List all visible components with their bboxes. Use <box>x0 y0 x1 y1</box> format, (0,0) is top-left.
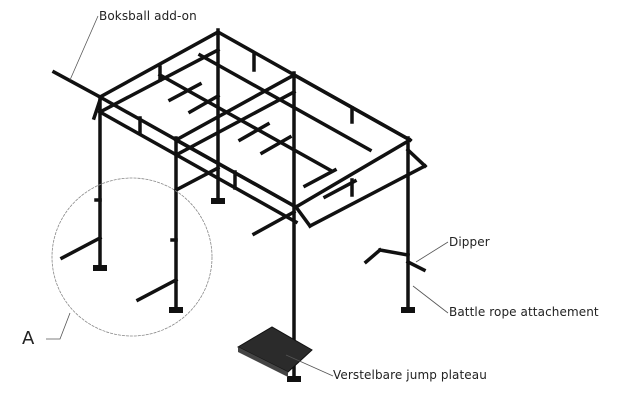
boksball-label: Boksball add-on <box>99 9 197 23</box>
foot-plates <box>93 198 415 382</box>
jump-plateau-label: Verstelbare jump plateau <box>333 368 487 382</box>
detail-circle-a <box>51 177 213 337</box>
rig-frame <box>51 28 428 380</box>
leader-lines <box>46 15 449 377</box>
battle-rope-label: Battle rope attachement <box>449 305 599 319</box>
jump-plateau <box>236 326 313 373</box>
detail-a-label: A <box>22 328 35 349</box>
dipper-label: Dipper <box>449 235 490 249</box>
dipper <box>405 259 427 273</box>
boksball-arm <box>51 69 103 100</box>
